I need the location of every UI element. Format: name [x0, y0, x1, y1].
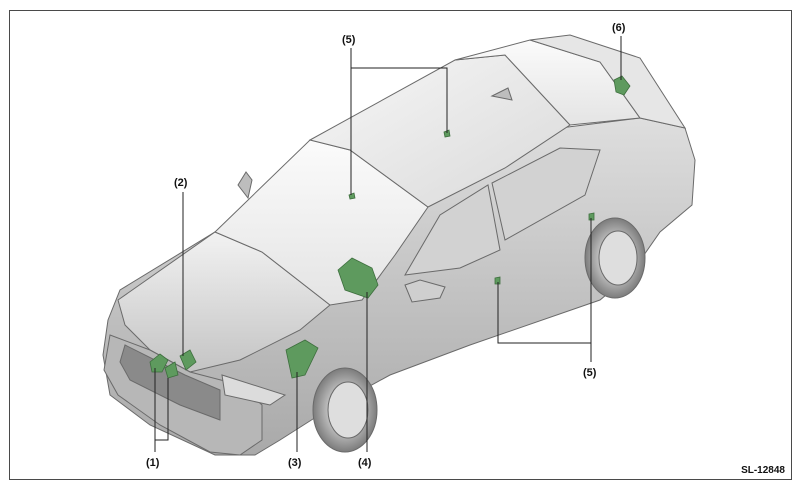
callout-6: (6)	[612, 22, 626, 34]
callout-5-bottom: (5)	[583, 367, 597, 379]
component-1-marker	[149, 353, 169, 373]
leader-5-top	[350, 67, 448, 195]
component-4-marker	[337, 257, 379, 299]
callout-1: (1)	[146, 457, 160, 469]
component-2-marker	[179, 349, 197, 371]
rear-side-window	[491, 147, 601, 241]
component-highlights	[149, 75, 631, 379]
callout-3: (3)	[288, 457, 302, 469]
side-mirror	[404, 279, 446, 303]
roof-fin	[490, 87, 513, 101]
leader-lines	[154, 36, 622, 452]
callout-5-top: (5)	[342, 34, 356, 46]
leader-5-bottom	[497, 218, 592, 344]
component-3-marker	[285, 339, 319, 379]
callout-2: (2)	[174, 177, 188, 189]
far-side-mirror	[237, 171, 253, 200]
component-5-door-marker	[494, 276, 501, 285]
component-5-rear-door-marker	[588, 212, 595, 221]
car-body	[102, 34, 696, 456]
component-1b-marker	[164, 361, 179, 379]
headlight	[221, 374, 287, 406]
figure-reference-code: SL-12848	[741, 465, 785, 476]
grille	[119, 344, 221, 421]
front-wheel-rim	[327, 381, 369, 439]
front-side-window	[404, 184, 501, 276]
wheels	[312, 217, 646, 453]
trunk	[529, 34, 687, 129]
rear-wheel-rim	[598, 230, 638, 286]
leader-1	[154, 368, 169, 441]
callout-4: (4)	[358, 457, 372, 469]
